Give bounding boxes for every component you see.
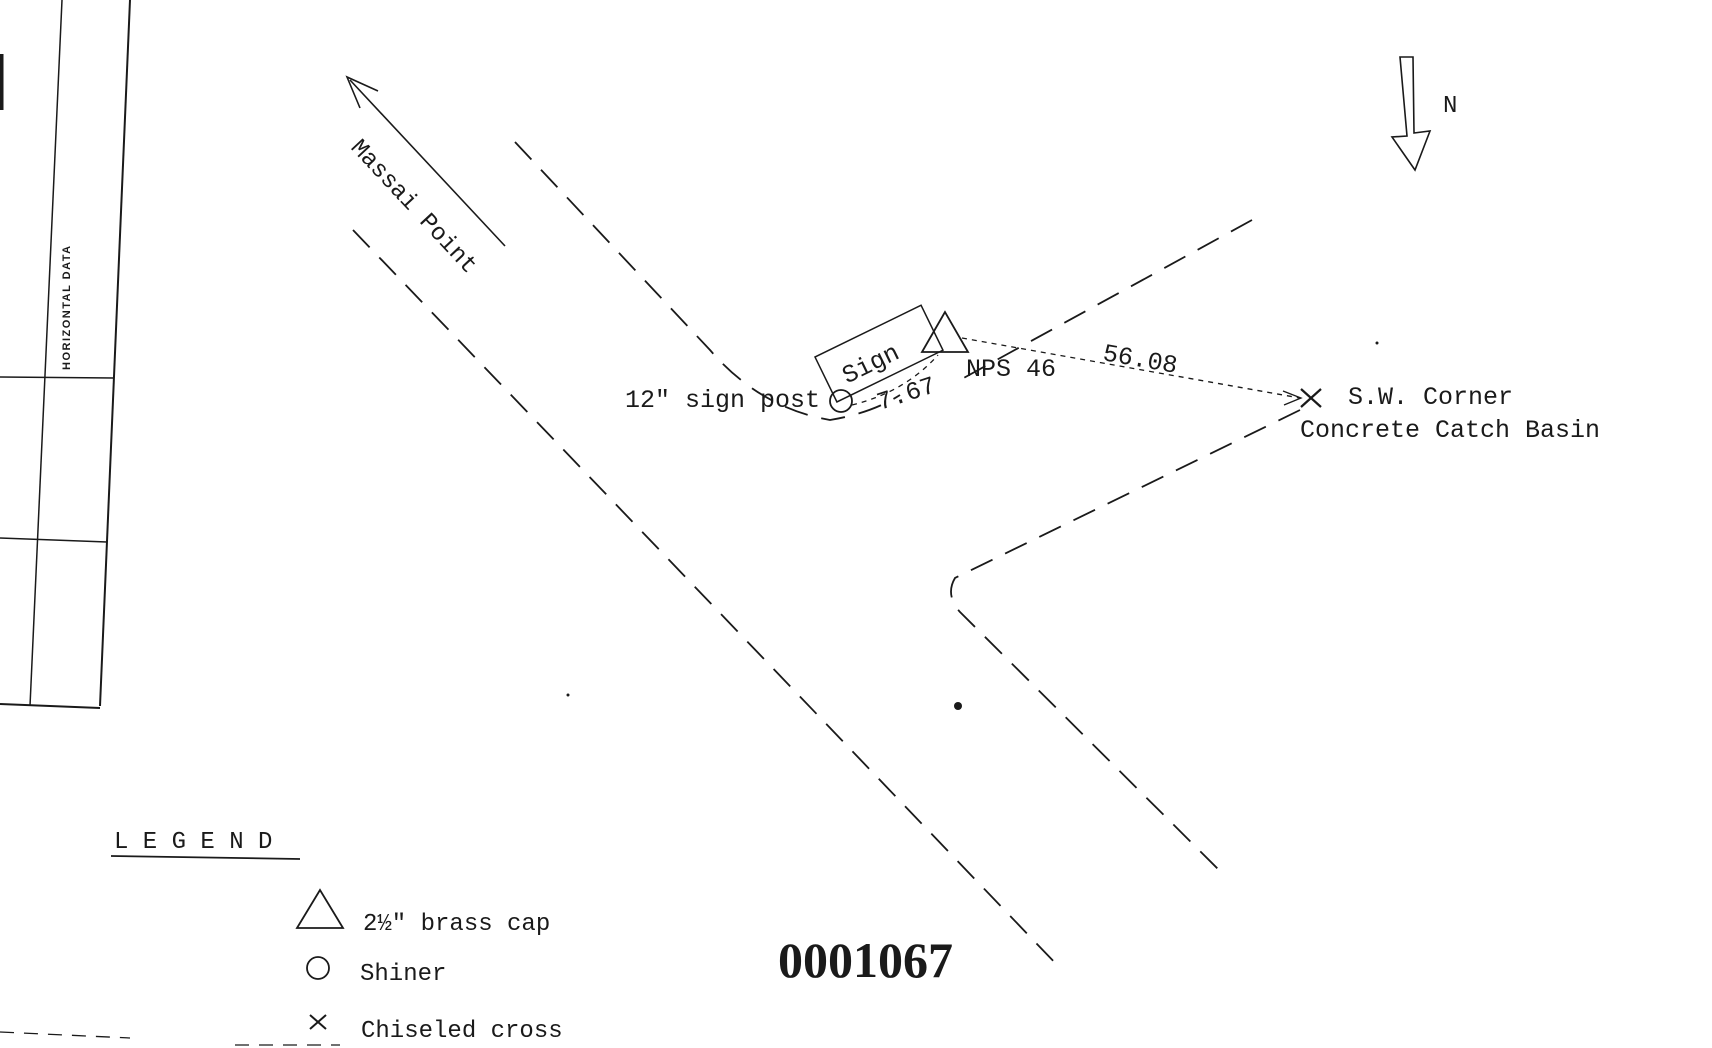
brass-cap-triangle-icon xyxy=(920,310,970,353)
north-label: N xyxy=(1443,93,1457,120)
measure-post-to-cap xyxy=(851,354,939,406)
distance-label-post: 7.67 xyxy=(874,371,940,417)
sign-post-circle-icon xyxy=(829,389,853,413)
header-box xyxy=(0,0,131,709)
legend-cross-icon xyxy=(309,1014,327,1030)
measure-cap-to-basin xyxy=(961,337,1301,399)
header-box-row-line xyxy=(0,376,115,379)
road-edge-corner-right xyxy=(950,409,1301,874)
north-arrow-icon xyxy=(1390,56,1432,172)
massai-point-arrow xyxy=(345,75,506,247)
legend-item-brass-cap: 2½" brass cap xyxy=(363,911,550,938)
header-box-row-line xyxy=(0,537,108,543)
catch-basin-label-line1: S.W. Corner xyxy=(1348,383,1513,412)
legend-circle-icon xyxy=(306,956,330,980)
header-box-bottom xyxy=(0,703,101,709)
bottom-dash-marks xyxy=(0,1031,340,1046)
header-box-inner-divider xyxy=(29,0,63,707)
legend-triangle-icon xyxy=(295,888,345,929)
measure-arrowhead xyxy=(1282,390,1303,406)
legend-title-underline xyxy=(110,855,301,860)
catch-basin-label-line2: Concrete Catch Basin xyxy=(1300,416,1600,445)
chiseled-cross-icon xyxy=(1300,388,1322,408)
legend-item-chiseled-cross: Chiseled cross xyxy=(361,1018,563,1045)
legend-title: L E G E N D xyxy=(114,829,272,856)
legend-item-shiner: Shiner xyxy=(360,961,446,988)
distance-label-basin: 56.08 xyxy=(1101,339,1180,381)
benchmark-label: NPS 46 xyxy=(966,355,1056,384)
road-edge-upper-left xyxy=(514,141,901,421)
road-label-massai-point: Massai Point xyxy=(344,135,482,280)
scan-speck xyxy=(566,693,570,697)
measurement-lines xyxy=(851,337,1301,406)
header-box-right-edge xyxy=(99,0,131,707)
scan-speck xyxy=(954,702,962,710)
scan-speck xyxy=(1375,341,1379,345)
stamp-number: 0001067 xyxy=(778,932,953,988)
road-edge-lower-left xyxy=(352,229,1061,969)
road-edges xyxy=(352,141,1301,969)
road-edge-upper-right xyxy=(959,219,1253,381)
horizontal-data-label: HORIZONTAL DATA xyxy=(61,244,73,370)
sign-post-label: 12" sign post xyxy=(625,386,820,415)
